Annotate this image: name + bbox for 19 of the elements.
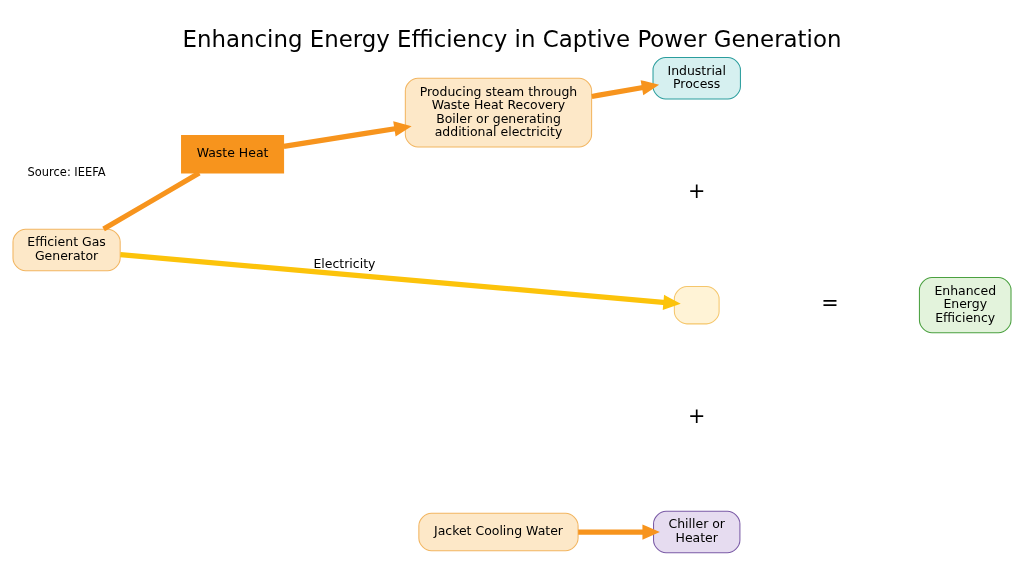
label: +: [688, 403, 706, 428]
node-box: Waste Heat: [181, 134, 285, 173]
arrow: [283, 120, 412, 149]
edge-label: Electricity: [313, 255, 376, 271]
node-box: Producing steam through Waste Heat Recovery Boiler or generating additional electricity: [404, 77, 593, 147]
node-box: Industrial Process: [652, 56, 741, 100]
label: =: [821, 290, 839, 315]
arrow: [120, 251, 681, 310]
label: Source: IEEFA: [27, 164, 106, 179]
node-box: Jacket Cooling Water: [418, 512, 579, 551]
label: +: [688, 178, 706, 203]
arrow: [591, 79, 660, 99]
node-box: [673, 285, 720, 324]
node-box: Efficient Gas Generator: [12, 228, 121, 271]
node-box: Chiller or Heater: [653, 510, 741, 553]
node-box: Enhanced Energy Efficiency: [918, 276, 1012, 333]
connector: [102, 170, 201, 231]
arrow: [578, 523, 660, 540]
diagram-title: Enhancing Energy Efficiency in Captive Power Generation: [182, 25, 842, 52]
